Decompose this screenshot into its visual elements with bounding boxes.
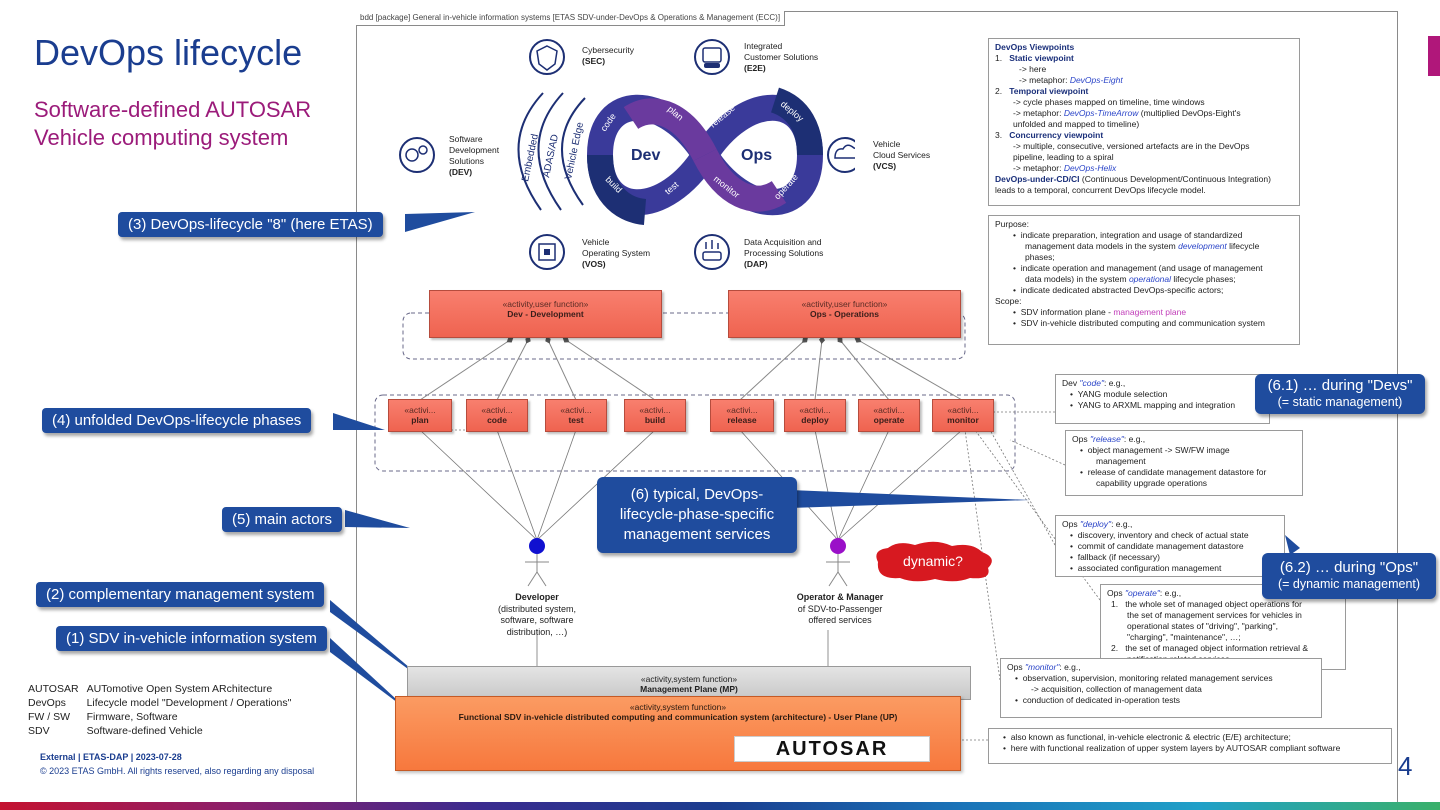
vos-label: Vehicle Operating System (VOS) — [582, 237, 651, 269]
top-activity-group — [402, 312, 966, 360]
slide-title: DevOps lifecycle — [34, 32, 303, 73]
customer-solutions-icon — [694, 39, 730, 75]
arc-label-embedded: Embedded — [520, 133, 541, 183]
actor-link-lines — [419, 429, 963, 668]
cybersecurity-icon — [529, 39, 565, 75]
phase-code-block[interactable]: «activi... code — [466, 399, 528, 432]
note-monitor-phase: Ops "monitor": e.g., • observation, supe… — [1000, 658, 1322, 718]
dev-solutions-label: Software Development Solutions (DEV) — [449, 134, 500, 177]
dev-composition-lines — [419, 336, 963, 401]
note-operate-phase: Ops "operate": e.g., 1. the whole set of… — [1100, 584, 1346, 670]
etas-lifecycle-graphic: Embedded ADAS/AD Vehicle Edge Dev Ops co… — [399, 39, 855, 270]
operator-actor-label: Operator & Manager of SDV-to-Passenger o… — [796, 592, 884, 625]
slide-accent-marker — [1428, 36, 1440, 76]
callout-during-ops: (6.2) … during "Ops" (= dynamic manageme… — [1262, 553, 1436, 599]
callout-management-services: (6) typical, DevOps- lifecycle-phase-spe… — [597, 477, 797, 553]
note-deploy-phase: Ops "deploy": e.g., • discovery, invento… — [1055, 515, 1285, 577]
brand-color-bar — [0, 802, 1440, 810]
ops-operations-block[interactable]: «activity,user function» Ops - Operation… — [728, 290, 961, 338]
diagram-frame-label: bdd [package] General in-vehicle informa… — [356, 11, 786, 26]
autosar-logo: AUTOSAR — [734, 736, 930, 762]
phase-plan-block[interactable]: «activi... plan — [388, 399, 452, 432]
software-development-icon — [399, 137, 435, 173]
page-number: 4 — [1398, 751, 1413, 781]
loop-dev-label: Dev — [631, 147, 660, 164]
note-purpose-scope: Purpose: • indicate preparation, integra… — [988, 215, 1300, 345]
slide-subtitle: Software-defined AUTOSAR Vehicle computi… — [34, 96, 311, 152]
phase-build-block[interactable]: «activi... build — [624, 399, 686, 432]
devops-infinity-loop — [586, 87, 824, 225]
callout-sdv-system: (1) SDV in-vehicle information system — [56, 626, 327, 651]
callout-management-system: (2) complementary management system — [36, 582, 325, 607]
layer-arcs — [517, 92, 586, 211]
vehicle-cloud-icon — [827, 137, 855, 173]
phase-activity-group — [374, 394, 1016, 472]
dynamic-question-text: dynamic? — [903, 553, 963, 569]
note-release-phase: Ops "release": e.g., • object management… — [1065, 430, 1303, 496]
arc-label-vehicle-edge: Vehicle Edge — [563, 121, 586, 181]
dap-label: Data Acquisition and Processing Solution… — [744, 237, 824, 269]
phase-test-block[interactable]: «activi... test — [545, 399, 607, 432]
subtitle-line-1: Software-defined AUTOSAR — [34, 97, 312, 122]
developer-actor-label: Developer (distributed system, software,… — [497, 592, 577, 637]
callout-main-actors: (5) main actors — [222, 507, 343, 532]
dynamic-question-bubble — [876, 541, 992, 582]
e2e-label: Integrated Customer Solutions (E2E) — [744, 41, 819, 73]
operator-actor-icon — [826, 538, 850, 587]
callout-devops-eight: (3) DevOps-lifecycle "8" (here ETAS) — [118, 212, 383, 237]
dev-development-block[interactable]: «activity,user function» Dev - Developme… — [429, 290, 662, 338]
developer-actor-icon — [525, 538, 549, 587]
footer-classification: External | ETAS-DAP | 2023-07-28 — [40, 752, 182, 762]
note-devops-viewpoints: DevOps Viewpoints 1. Static viewpoint ->… — [988, 38, 1300, 206]
vehicle-os-icon — [529, 234, 565, 270]
phase-deploy-block[interactable]: «activi... deploy — [784, 399, 846, 432]
arc-label-adas: ADAS/AD — [541, 133, 561, 178]
loop-ops-label: Ops — [741, 147, 772, 164]
subtitle-line-2: Vehicle computing system — [34, 125, 289, 150]
callout-tails — [330, 212, 1300, 712]
management-plane-block[interactable]: «activity,system function» Management Pl… — [407, 666, 971, 700]
callout-unfolded-phases: (4) unfolded DevOps-lifecycle phases — [42, 408, 312, 433]
footer-copyright: © 2023 ETAS GmbH. All rights reserved, a… — [40, 766, 315, 776]
phase-monitor-block[interactable]: «activi... monitor — [932, 399, 994, 432]
note-code-phase: Dev "code": e.g., • YANG module selectio… — [1055, 374, 1270, 424]
phase-release-block[interactable]: «activi... release — [710, 399, 774, 432]
phase-operate-block[interactable]: «activi... operate — [858, 399, 920, 432]
sec-label: Cybersecurity (SEC) — [582, 45, 634, 66]
note-architecture: • also known as functional, in-vehicle e… — [988, 728, 1392, 764]
data-acquisition-icon — [694, 234, 730, 270]
vcs-label: Vehicle Cloud Services (VCS) — [873, 139, 931, 171]
callout-during-devs: (6.1) … during "Devs" (= static manageme… — [1255, 374, 1425, 414]
